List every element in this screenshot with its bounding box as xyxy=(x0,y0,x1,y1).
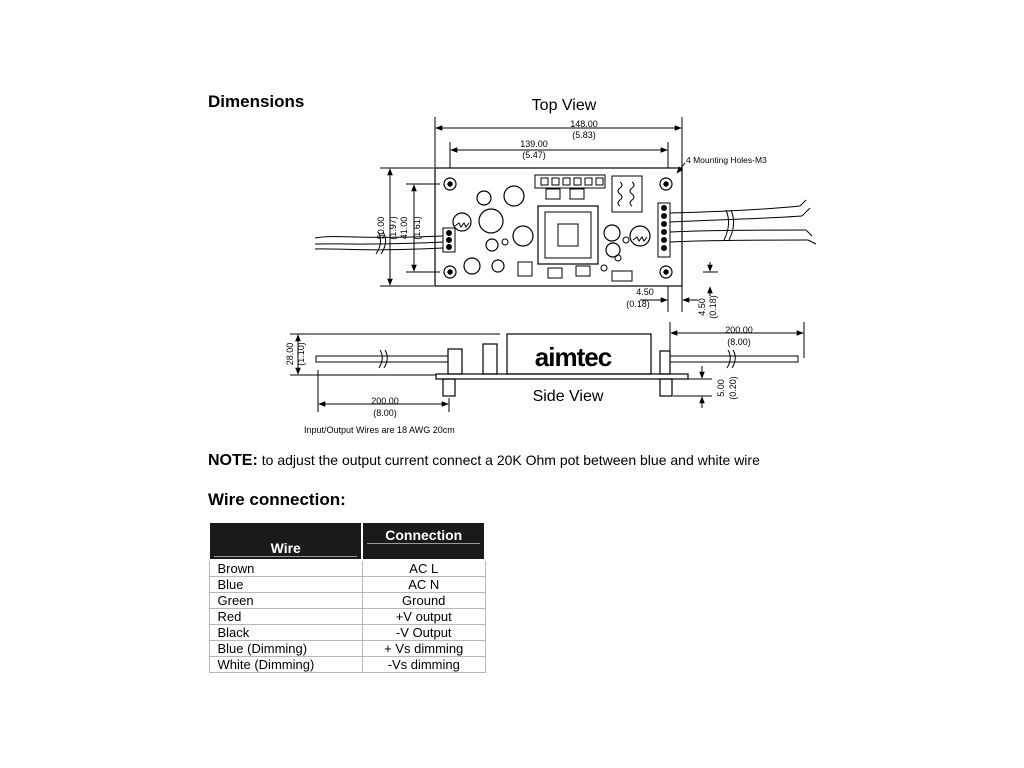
note-text: to adjust the output current connect a 2… xyxy=(261,452,760,468)
dim-wire-right-in: (8.00) xyxy=(727,337,751,347)
connection-cell: -Vs dimming xyxy=(361,656,486,673)
table-row: Black-V Output xyxy=(208,624,486,641)
dim-hole-spacing-width-in: (1.61) xyxy=(412,216,422,240)
table-row: Blue (Dimming)+ Vs dimming xyxy=(208,640,486,657)
table-row: White (Dimming)-Vs dimming xyxy=(208,656,486,673)
dim-hole-offset-y-in: (0.18) xyxy=(708,295,718,319)
header-wire: Wire xyxy=(207,521,364,561)
dim-overall-width: 50.00 xyxy=(376,217,386,240)
dim-hole-spacing-length: 139.00 xyxy=(520,139,548,149)
header-connection: Connection xyxy=(361,521,486,561)
wire-note: Input/Output Wires are 18 AWG 20cm xyxy=(304,425,455,435)
wire-connection-heading: Wire connection: xyxy=(208,490,346,509)
mechanical-drawing: Top View Side View xyxy=(285,97,817,435)
table-header-row: Wire Connection xyxy=(207,521,486,561)
connection-cell: -V Output xyxy=(361,624,486,641)
wire-cell: Black xyxy=(208,624,363,641)
connection-cell: +V output xyxy=(361,608,486,625)
top-view xyxy=(314,117,817,312)
wire-cell: Red xyxy=(208,608,363,625)
side-view-title: Side View xyxy=(533,388,604,405)
dim-hole-offset-y: 4.50 xyxy=(697,298,707,316)
connection-cell: AC L xyxy=(361,559,486,577)
top-view-title: Top View xyxy=(532,97,597,114)
dim-standoff: 5.00 xyxy=(716,379,726,397)
dim-height-in: (1.10) xyxy=(296,342,306,366)
dim-hole-spacing-length-in: (5.47) xyxy=(522,150,546,160)
note-line: NOTE:to adjust the output current connec… xyxy=(208,452,760,470)
table-row: Red+V output xyxy=(208,608,486,625)
connection-cell: Ground xyxy=(361,592,486,609)
dim-wire-left-in: (8.00) xyxy=(373,408,397,418)
dim-hole-offset-x: 4.50 xyxy=(636,287,654,297)
dim-hole-offset-x-in: (0.18) xyxy=(626,299,650,309)
dim-overall-width-in: (1.97) xyxy=(388,216,398,240)
dim-hole-spacing-width: 41.00 xyxy=(399,217,409,240)
wire-cell: White (Dimming) xyxy=(208,656,363,673)
dim-overall-length: 148.00 xyxy=(570,119,598,129)
dim-height: 28.00 xyxy=(285,343,295,366)
wire-cell: Brown xyxy=(208,559,363,577)
mounting-holes-label: 4 Mounting Holes-M3 xyxy=(686,155,767,165)
dim-wire-right: 200.00 xyxy=(725,325,753,335)
aimtec-logo: aimtec xyxy=(535,342,612,372)
dimensions-heading: Dimensions xyxy=(208,92,305,111)
wire-cell: Green xyxy=(208,592,363,609)
wire-cell: Blue (Dimming) xyxy=(208,640,363,657)
dim-wire-left: 200.00 xyxy=(371,396,399,406)
dim-overall-length-in: (5.83) xyxy=(572,130,596,140)
wire-cell: Blue xyxy=(208,576,363,593)
connection-cell: AC N xyxy=(361,576,486,593)
connection-cell: + Vs dimming xyxy=(361,640,486,657)
dim-standoff-in: (0.20) xyxy=(728,376,738,400)
note-label: NOTE: xyxy=(208,452,258,469)
side-view xyxy=(290,322,805,412)
